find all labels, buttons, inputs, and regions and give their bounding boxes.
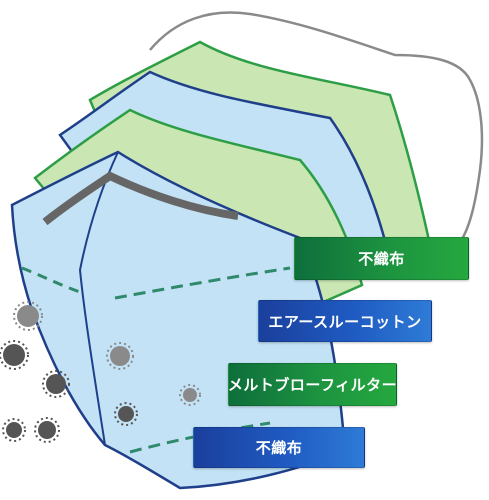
ear-loop-inner (159, 20, 473, 239)
virus-particle-icon (2, 418, 26, 442)
virus-particle-icon (0, 340, 29, 370)
layer-label-inner-nonwoven: 不織布 (193, 427, 365, 468)
nose-wire (42, 171, 239, 226)
stitch-line-left (21, 266, 81, 294)
stitch-line-upper (114, 266, 291, 300)
virus-particle-icon (42, 370, 70, 398)
virus-particle-icon (34, 417, 60, 443)
virus-particles (0, 301, 201, 443)
layer-label-outer-nonwoven: 不織布 (294, 237, 469, 280)
virus-particle-icon (106, 342, 134, 370)
layer-label-air-through-cotton: エアースルーコットン (258, 300, 432, 342)
ear-loop (149, 11, 484, 246)
virus-particle-icon (179, 384, 201, 406)
virus-particle-icon (114, 402, 138, 426)
layer-label-meltblown-filter: メルトブローフィルター (228, 363, 397, 406)
virus-particle-icon (13, 301, 43, 331)
